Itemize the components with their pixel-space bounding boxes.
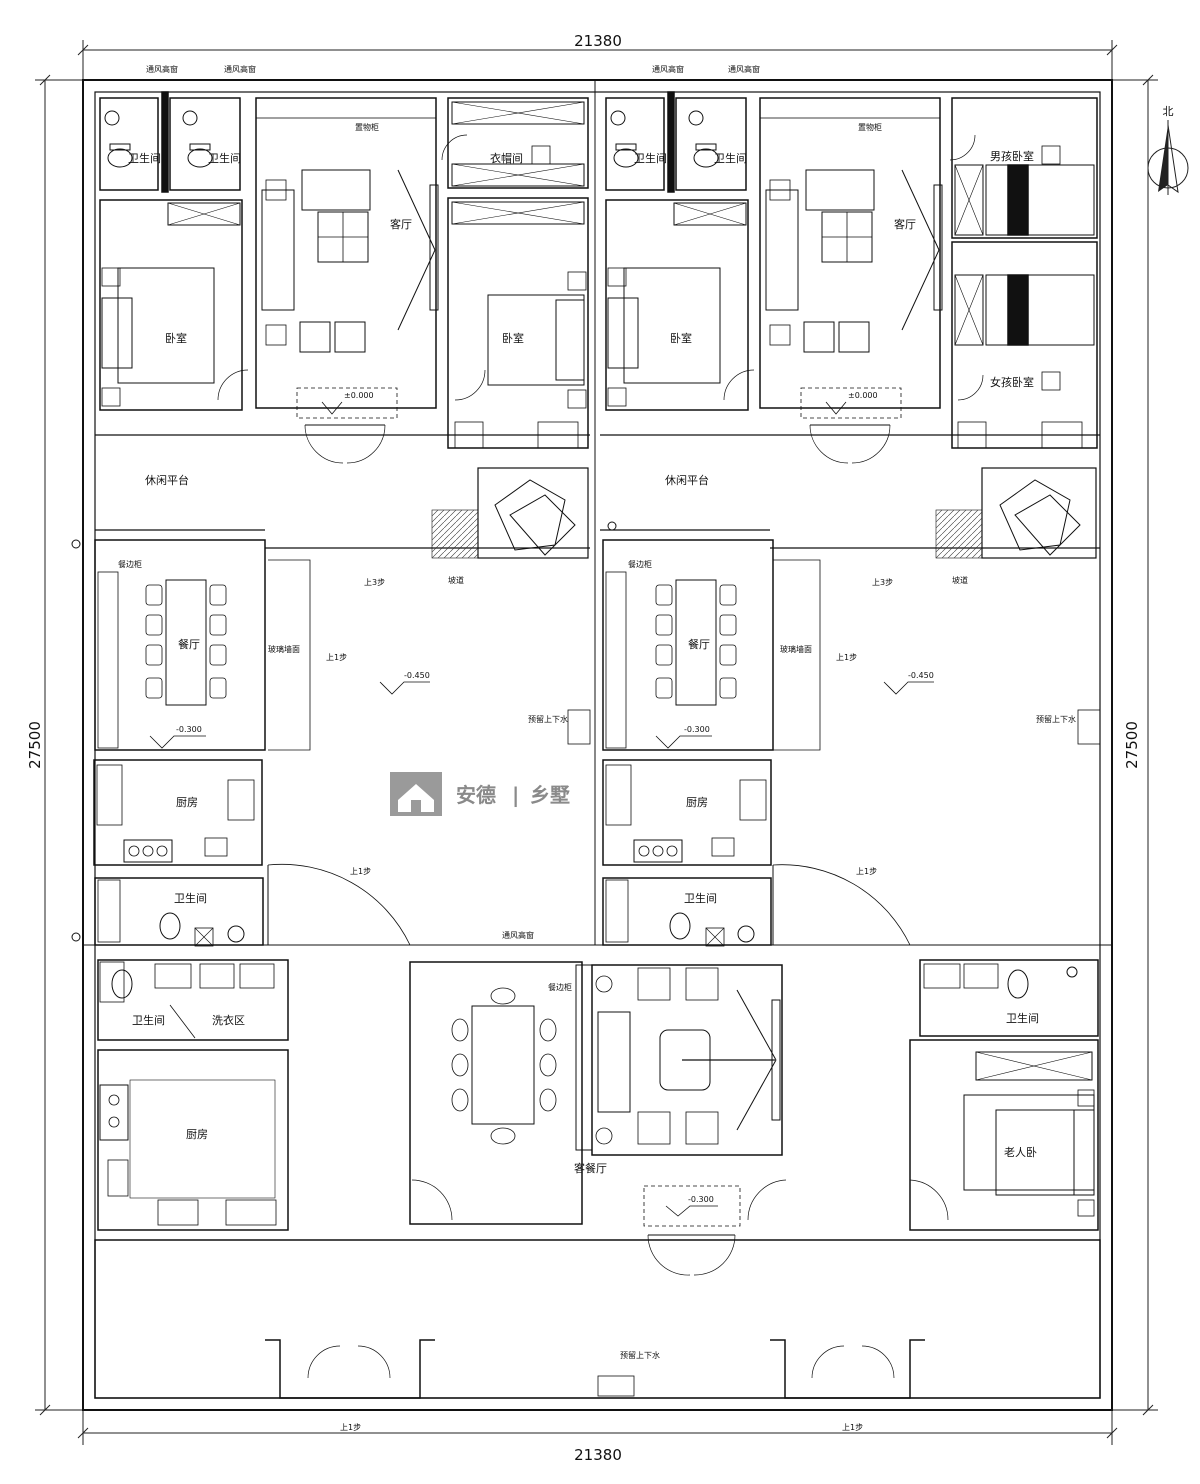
level-marker: -0.300 xyxy=(176,725,202,734)
step-label: 上3步 xyxy=(872,578,893,587)
room-label-bedroom: 卧室 xyxy=(165,331,187,345)
toilet-icon xyxy=(104,110,213,168)
room-label-living: 客厅 xyxy=(390,217,412,231)
drain-label: 预留上下水 xyxy=(528,714,568,724)
stove-icon xyxy=(128,845,168,857)
step-label: 上1步 xyxy=(326,653,347,662)
room-label-dining: 餐厅 xyxy=(688,637,710,651)
toilet-icon xyxy=(111,966,1078,999)
storage-label: 置物柜 xyxy=(858,122,882,132)
room-label-wc: 卫生间 xyxy=(208,151,241,165)
room-label-kitchen: 厨房 xyxy=(186,1128,208,1141)
vent-window-label: 通风高窗 xyxy=(224,64,256,74)
vent-window-label: 通风高窗 xyxy=(728,64,760,74)
dining-chair-icon xyxy=(655,584,737,699)
stair-steps xyxy=(432,510,478,558)
watermark-logo-icon xyxy=(390,772,442,816)
step-label: 上1步 xyxy=(340,1423,361,1432)
dimension-lines xyxy=(35,40,1158,1445)
level-triangle-icon xyxy=(149,681,934,749)
room-label-living: 客厅 xyxy=(894,217,916,231)
glass-wall-label: 玻璃墙面 xyxy=(268,644,300,654)
vent-window-label: 通风高窗 xyxy=(146,64,178,74)
level-marker: ±0.000 xyxy=(848,391,878,400)
sideboard-label: 餐边柜 xyxy=(118,559,142,569)
room-label-wc: 卫生间 xyxy=(1006,1011,1039,1025)
room-label-wc: 卫生间 xyxy=(684,891,717,905)
room-label-bedroom: 卧室 xyxy=(502,331,524,345)
ramp-label: 坡道 xyxy=(952,575,968,585)
room-label-girl-room: 女孩卧室 xyxy=(990,375,1034,389)
room-label-wc: 卫生间 xyxy=(714,151,747,165)
step-label: 上1步 xyxy=(856,867,877,876)
level-marker: -0.450 xyxy=(404,671,430,680)
dim-depth-right: 27500 xyxy=(1123,721,1141,769)
watermark-sub: 乡墅 xyxy=(530,783,570,807)
stove-icon xyxy=(108,1094,120,1128)
room-label-boy-room: 男孩卧室 xyxy=(990,149,1034,163)
toilet-icon xyxy=(610,110,719,168)
outer-walls xyxy=(82,79,1113,1411)
left-middle-unit xyxy=(93,539,591,947)
column-marker-icon xyxy=(71,521,617,942)
toilet-icon xyxy=(669,912,755,943)
drain-label: 预留上下水 xyxy=(620,1350,660,1360)
room-label-laundry: 洗衣区 xyxy=(212,1013,245,1027)
left-upper-unit xyxy=(99,91,589,464)
room-label-kitchen: 厨房 xyxy=(686,796,708,809)
room-label-living-dining: 客餐厅 xyxy=(574,1161,607,1175)
watermark-brand: 安德 xyxy=(456,783,496,807)
step-label: 上1步 xyxy=(350,867,371,876)
dining-chair-icon xyxy=(145,584,227,699)
right-middle-unit xyxy=(602,539,1101,947)
step-label: 上1步 xyxy=(842,1423,863,1432)
level-marker: -0.450 xyxy=(908,671,934,680)
north-label: 北 xyxy=(1163,105,1174,118)
right-upper-unit xyxy=(605,91,1098,464)
room-label-wc: 卫生间 xyxy=(132,1013,165,1027)
dining-chair-icon xyxy=(451,987,557,1145)
plant-icon xyxy=(494,479,1081,556)
dim-width-top: 21380 xyxy=(574,32,622,50)
toilet-icon xyxy=(159,912,245,943)
drain-label: 预留上下水 xyxy=(1036,714,1076,724)
sideboard-label: 餐边柜 xyxy=(628,559,652,569)
dim-width-bottom: 21380 xyxy=(574,1446,622,1464)
room-label-wc: 卫生间 xyxy=(174,891,207,905)
room-label-bedroom: 卧室 xyxy=(670,331,692,345)
room-label-elder-room: 老人卧 xyxy=(1004,1146,1037,1159)
stair-steps xyxy=(936,510,982,558)
room-label-terrace: 休闲平台 xyxy=(145,473,189,487)
stove-icon xyxy=(638,845,678,857)
storage-label: 置物柜 xyxy=(355,122,379,132)
dim-depth-left: 27500 xyxy=(26,721,44,769)
room-label-wc: 卫生间 xyxy=(634,151,667,165)
vent-window-label: 通风高窗 xyxy=(502,930,534,940)
watermark-separator: | xyxy=(512,783,519,807)
level-marker: -0.300 xyxy=(684,725,710,734)
ramp-label: 坡道 xyxy=(448,575,464,585)
level-marker: ±0.000 xyxy=(344,391,374,400)
room-label-kitchen: 厨房 xyxy=(176,796,198,809)
lower-block xyxy=(94,959,1101,1399)
step-label: 上3步 xyxy=(364,578,385,587)
room-label-terrace: 休闲平台 xyxy=(665,473,709,487)
sideboard-label: 餐边柜 xyxy=(548,982,572,992)
level-marker: -0.300 xyxy=(688,1195,714,1204)
step-label: 上1步 xyxy=(836,653,857,662)
north-arrow-icon xyxy=(1147,120,1189,195)
room-label-dining: 餐厅 xyxy=(178,637,200,651)
armchair-icon xyxy=(595,967,719,1145)
vent-window-label: 通风高窗 xyxy=(652,64,684,74)
glass-wall-label: 玻璃墙面 xyxy=(780,644,812,654)
room-label-cloakroom: 衣帽间 xyxy=(490,151,523,165)
room-label-wc: 卫生间 xyxy=(128,151,161,165)
